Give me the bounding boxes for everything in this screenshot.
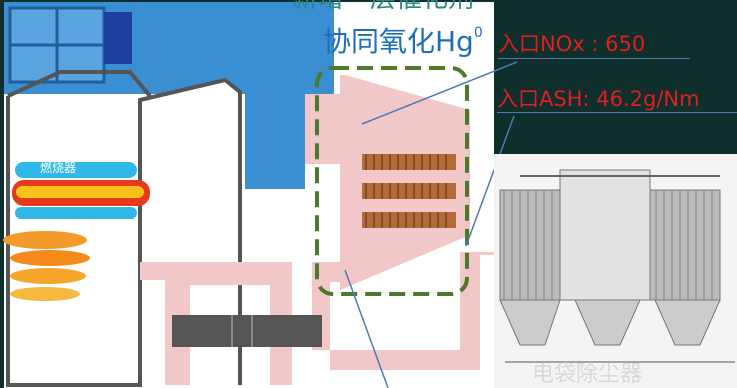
ash-pointer-line: [465, 115, 515, 247]
bottom-pointer-line: [344, 269, 389, 388]
burner-band-bottom: [15, 207, 137, 219]
co-oxidation-label: 协同氧化Hg0: [323, 25, 483, 58]
scr-highlight-box: [315, 66, 469, 296]
nox-underline: [498, 58, 690, 59]
top-title: 新增一层催化剂: [292, 0, 474, 12]
burner-label: 燃烧器: [40, 160, 76, 175]
bag-filter-image: [494, 154, 737, 388]
inlet-ash-label: 入口ASH: 46.2g/Nm: [497, 87, 700, 111]
flame-icon: [3, 231, 90, 301]
co-oxidation-main: 协同氧化Hg: [323, 25, 474, 58]
catalyst-layers: [362, 154, 456, 228]
inlet-nox-label: 入口NOx : 650: [498, 32, 646, 56]
nox-pointer-line: [361, 61, 518, 125]
co-oxidation-sup: 0: [473, 25, 483, 41]
burner-band-top: [15, 162, 137, 178]
air-preheater: [172, 315, 322, 347]
scr-reactor: [340, 75, 470, 290]
ash-underline: [497, 112, 737, 113]
superheater-icon: [104, 12, 132, 64]
bottom-label: 电袋除尘器: [532, 362, 643, 387]
